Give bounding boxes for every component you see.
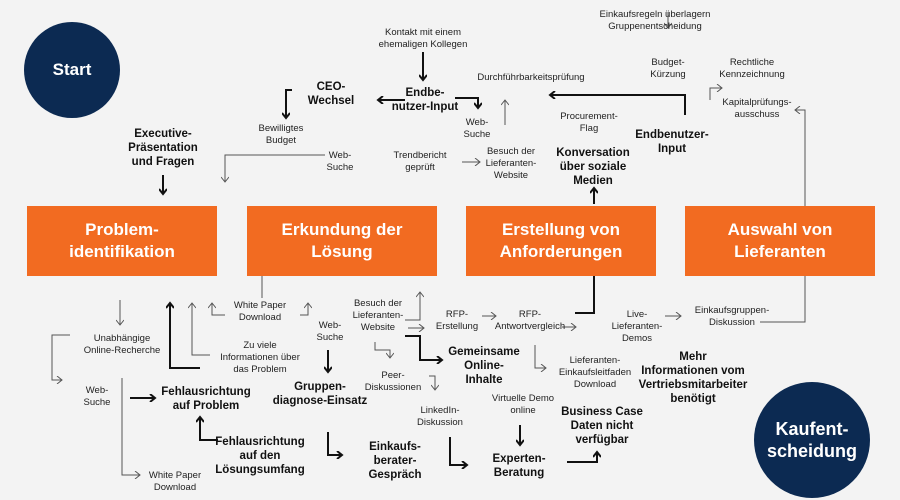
label-websuche-3: Web- Suche [316, 320, 344, 343]
label-peer-diskussionen: Peer- Diskussionen [364, 370, 422, 393]
label-kontakt: Kontakt mit einem ehemaligen Kollegen [378, 27, 468, 50]
label-durchfuehrbarkeit: Durchführbarkeitsprüfung [477, 72, 585, 83]
label-gemeinsame-inhalte: Gemeinsame Online- Inhalte [448, 346, 520, 386]
stage-problemidentifikation: Problem- identifikation [27, 206, 217, 276]
label-trendbericht: Trendbericht geprüft [393, 150, 447, 173]
stage-anforderungen: Erstellung von Anforderungen [466, 206, 656, 276]
label-einkaufsleitfaden: Lieferanten- Einkaufsleitfaden Download [558, 355, 632, 390]
label-websuche-1: Web- Suche [326, 150, 354, 173]
label-besuch-website-1: Besuch der Lieferanten- Website [485, 146, 537, 181]
stage-lieferanten: Auswahl von Lieferanten [685, 206, 875, 276]
label-ceo-wechsel: CEO- Wechsel [307, 81, 355, 107]
label-mehr-informationen: Mehr Informationen vom Vertriebsmitarbei… [638, 351, 748, 405]
label-executive: Executive- Präsentation und Fragen [128, 128, 198, 168]
label-virtuelle-demo: Virtuelle Demo online [491, 393, 555, 416]
label-white-paper-1: White Paper Download [233, 300, 287, 323]
label-gruppendiagnose: Gruppen- diagnose-Einsatz [272, 381, 368, 407]
label-linkedin: LinkedIn- Diskussion [417, 405, 463, 428]
label-unabhaengige-recherche: Unabhängige Online-Recherche [83, 333, 161, 356]
label-zu-viele-informationen: Zu viele Informationen über das Problem [220, 340, 300, 375]
label-endbenutzer-input-1: Endbe- nutzer-Input [391, 87, 459, 113]
label-business-case: Business Case Daten nicht verfügbar [561, 406, 643, 446]
label-einkaufsgruppen-diskussion: Einkaufsgruppen- Diskussion [694, 305, 770, 328]
label-procurement-flag: Procurement- Flag [560, 111, 618, 134]
label-rfp-antwortvergleich: RFP- Antwortvergleich [494, 309, 566, 332]
label-fehlausrichtung-loesung: Fehlausrichtung auf den Lösungsumfang [215, 436, 305, 476]
label-konversation: Konversation über soziale Medien [556, 147, 630, 187]
label-endbenutzer-input-2: Endbenutzer- Input [635, 129, 709, 155]
label-websuche-4: Web- Suche [83, 385, 111, 408]
label-white-paper-2: White Paper Download [148, 470, 202, 493]
label-rechtliche-kennzeichnung: Rechtliche Kennzeichnung [719, 57, 785, 80]
label-einkaufsberater: Einkaufs- berater- Gespräch [368, 441, 422, 481]
label-websuche-2: Web- Suche [463, 117, 491, 140]
label-budget-kuerzung: Budget- Kürzung [650, 57, 686, 80]
start-circle: Start [24, 22, 120, 118]
label-rfp-erstellung: RFP- Erstellung [435, 309, 479, 332]
label-bewilligtes-budget: Bewilligtes Budget [258, 123, 304, 146]
label-kapitalpruefung: Kapitalprüfungs- ausschuss [722, 97, 792, 120]
stage-erkundung: Erkundung der Lösung [247, 206, 437, 276]
label-einkaufsregeln: Einkaufsregeln überlagern Gruppenentsche… [599, 9, 711, 32]
label-live-demos: Live- Lieferanten- Demos [611, 309, 663, 344]
label-besuch-website-2: Besuch der Lieferanten- Website [352, 298, 404, 333]
label-expertenberatung: Experten- Beratung [492, 453, 546, 479]
kaufentscheidung-circle: Kaufent- scheidung [754, 382, 870, 498]
label-fehlausrichtung-problem: Fehlausrichtung auf Problem [161, 386, 251, 412]
